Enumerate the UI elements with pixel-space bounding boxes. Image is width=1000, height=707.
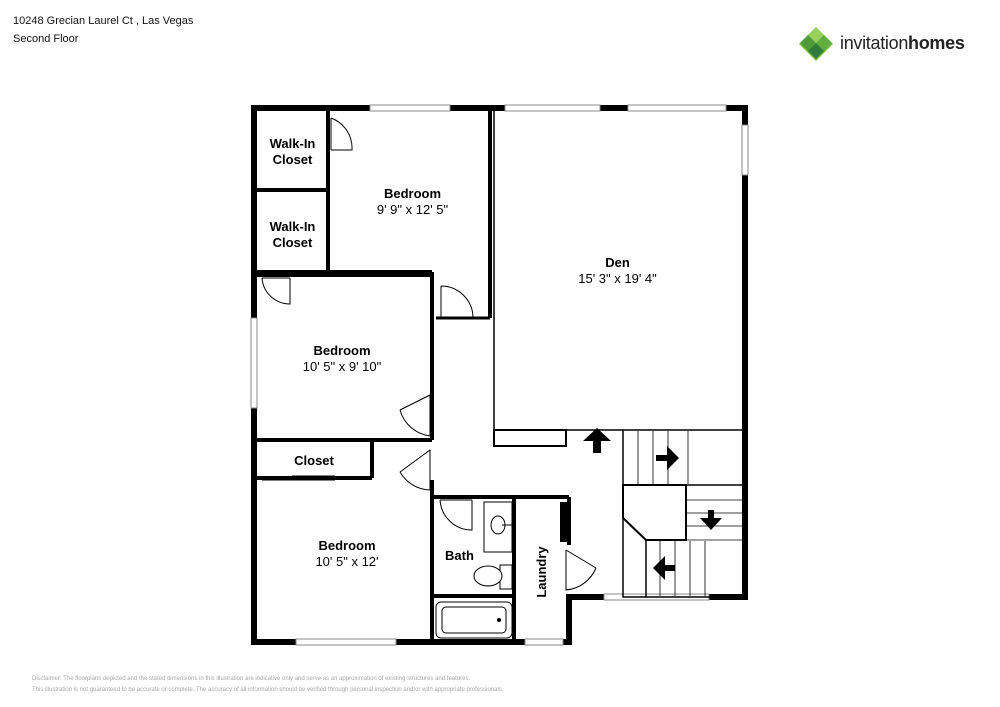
interior-walls [257,108,571,642]
den-rail [493,429,567,447]
laundry-jamb [560,502,568,542]
stairs [622,429,746,598]
room-bedroom-bottom: Bedroom 10' 5" x 12' [272,538,422,570]
room-name: Bath [445,548,474,563]
down-arrow-icon [700,510,722,530]
doors [261,117,597,591]
room-name: Bedroom [313,343,371,358]
room-walkin-closet-2: Walk-In Closet [257,219,328,251]
room-dimensions: 15' 3" x 19' 4" [578,271,657,286]
room-name: Bedroom [383,186,442,201]
disclaimer-line-2: This illustration is not guaranteed to b… [32,687,504,693]
room-name: Bedroom [318,538,376,553]
left-arrow-icon [653,556,675,580]
brand-logo[interactable]: invitationhomes [798,26,988,62]
right-arrow-icon [656,446,679,470]
room-name: Closet [294,453,334,468]
room-name: Walk-In Closet [269,219,316,250]
up-arrow-icon [583,428,611,453]
green-diamond-logo-icon [799,27,833,61]
room-dimensions: 10' 5" x 9' 10" [302,359,382,374]
property-address: 10248 Grecian Laurel Ct , Las Vegas [13,15,194,27]
room-name: Laundry [534,546,549,598]
room-bedroom-top: Bedroom 9' 9" x 12' 5" [340,186,485,218]
room-name: Walk-In Closet [269,136,316,167]
room-name: Den [605,255,630,270]
brand-light-text: invitation [840,33,909,53]
brand-bold-text: homes [908,33,965,53]
room-bath: Bath [437,548,482,564]
room-laundry: Laundry [534,532,550,612]
closet-slider [262,475,335,481]
brand-wordmark: invitationhomes [840,33,965,54]
room-closet: Closet [262,453,366,469]
room-walkin-closet-1: Walk-In Closet [257,136,328,168]
bath-fixtures [435,501,513,639]
room-dimensions: 10' 5" x 12' [315,554,379,569]
floor-label: Second Floor [13,33,79,45]
stair-arrows [583,428,722,580]
room-bedroom-mid: Bedroom 10' 5" x 9' 10" [267,343,417,375]
room-den: Den 15' 3" x 19' 4" [540,255,695,287]
room-dimensions: 9' 9" x 12' 5" [376,202,449,217]
disclaimer-line-1: Disclaimer: The floorplans depicted and … [32,676,471,682]
